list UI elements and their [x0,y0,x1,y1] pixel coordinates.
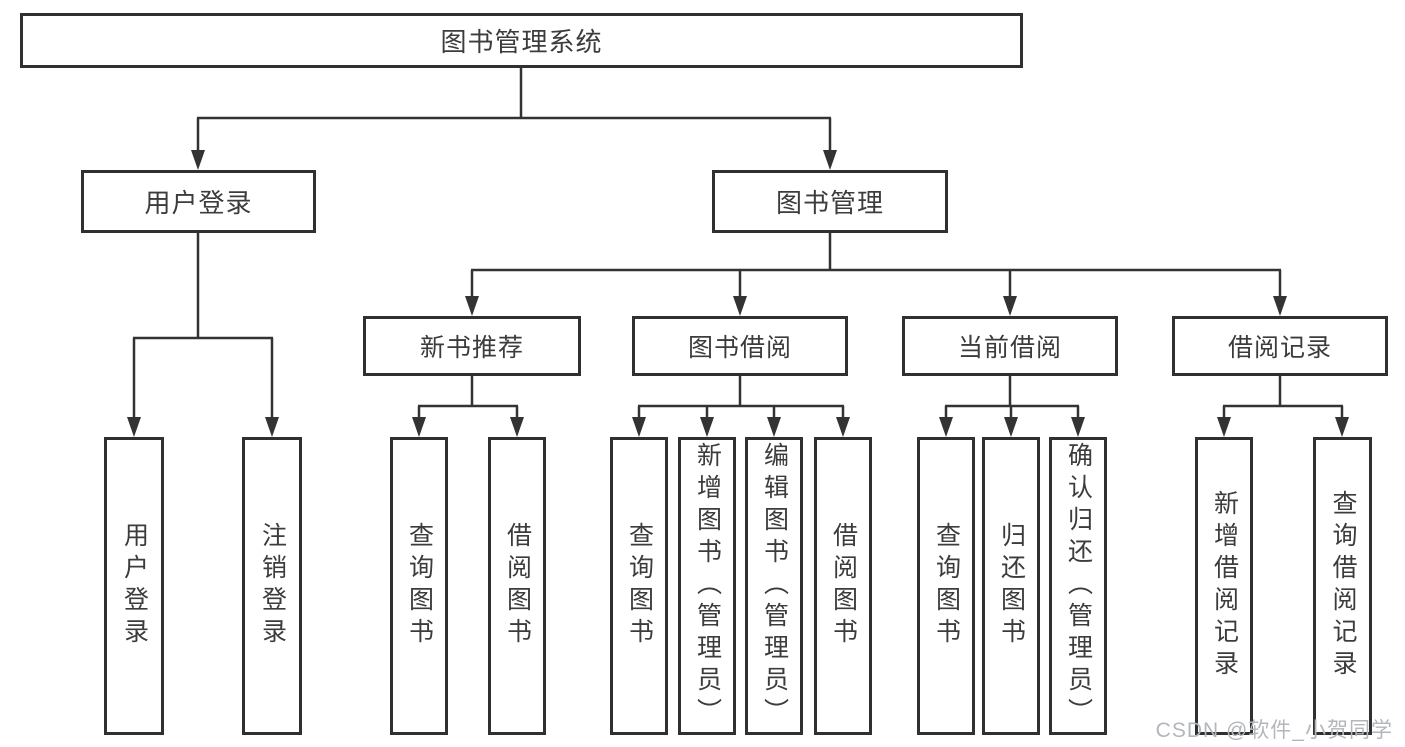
connector-book-mgmt-to-level3 [465,233,1287,316]
leaf-query-borrow-record: 查询借阅记录 [1313,437,1372,735]
connector-user-login-to-leaves [127,233,279,437]
connector-borrowing-records-to-leaves [1217,376,1349,437]
node-user-login: 用户登录 [81,170,316,233]
watermark: CSDN @软件_小贺同学 [1155,719,1393,742]
leaf-confirm-return-admin: 确认归还（管理员） [1049,437,1107,735]
leaf-logout: 注销登录 [242,437,302,735]
connector-book-borrowing-to-leaves [632,376,850,437]
leaf-query-books-recommend: 查询图书 [390,437,448,735]
connector-current-borrowing-to-leaves [939,376,1085,437]
node-book-management: 图书管理 [712,170,948,233]
leaf-borrow-books-recommend: 借阅图书 [488,437,546,735]
node-borrowing-records: 借阅记录 [1172,316,1388,376]
node-book-borrowing: 图书借阅 [632,316,848,376]
leaf-query-books-borrowing: 查询图书 [610,437,668,735]
leaf-add-borrow-record: 新增借阅记录 [1195,437,1253,735]
connector-root-to-level2 [191,68,837,170]
leaf-return-books: 归还图书 [982,437,1040,735]
leaf-borrow-books-borrowing: 借阅图书 [814,437,872,735]
leaf-add-books-admin: 新增图书（管理员） [678,437,736,735]
leaf-edit-books-admin: 编辑图书（管理员） [745,437,803,735]
node-new-book-recommend: 新书推荐 [363,316,581,376]
node-library-management-system: 图书管理系统 [20,13,1023,68]
leaf-user-login: 用户登录 [104,437,164,735]
node-current-borrowing: 当前借阅 [902,316,1118,376]
leaf-query-books-current: 查询图书 [917,437,975,735]
connector-new-book-recommend-to-leaves [412,376,524,437]
